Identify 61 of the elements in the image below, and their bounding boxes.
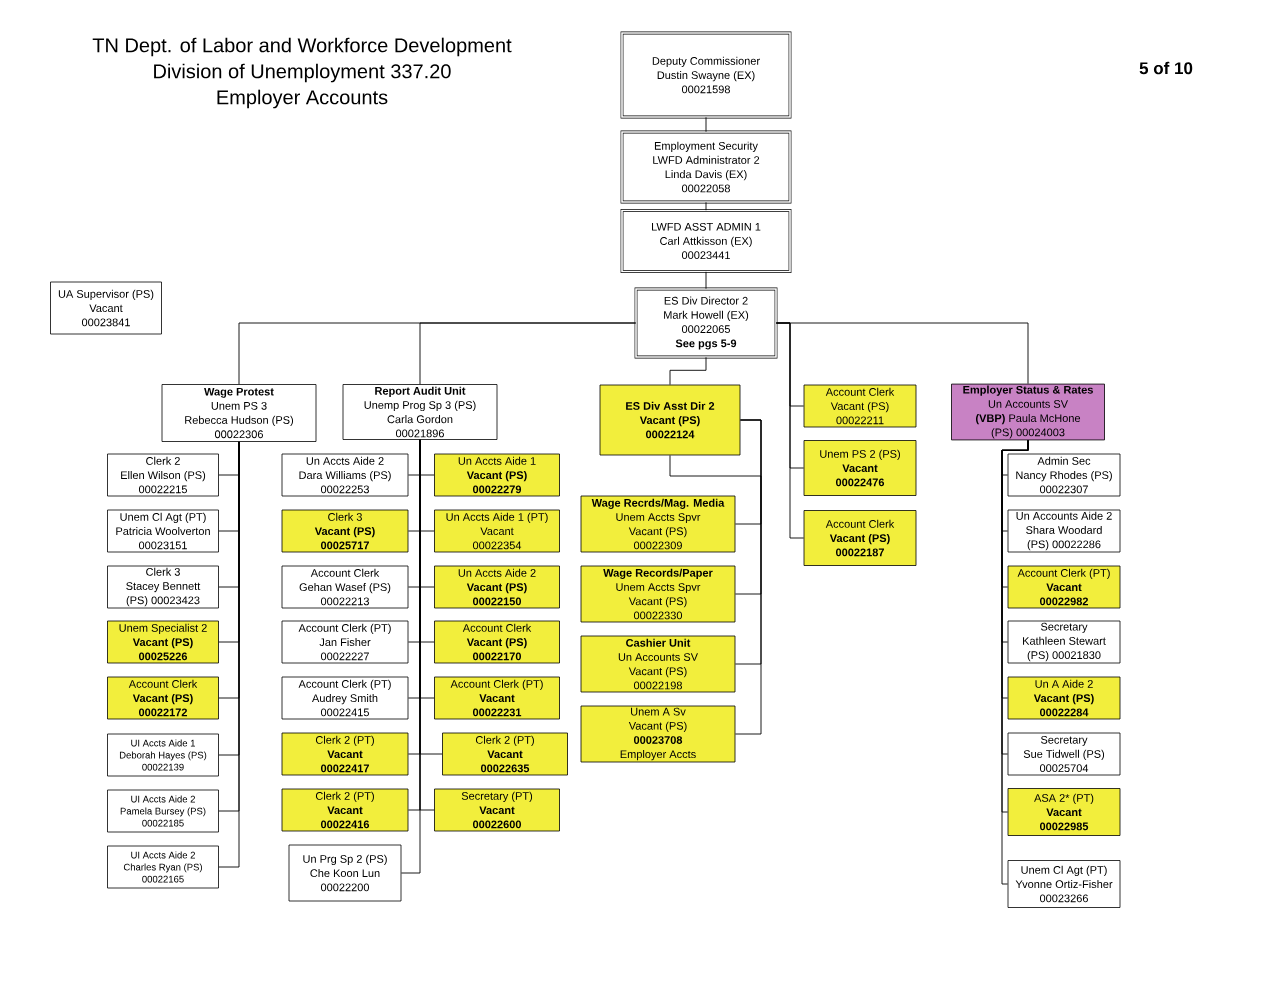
position-box: Unem Cl Agt (PT) Yvonne Ortiz-Fisher 00023266: [1007, 860, 1121, 908]
position-box: Account Clerk (PT) Jan Fisher 00022227: [281, 620, 409, 664]
position-box: Wage Records/Paper Unem Accts Spvr Vacant (PS) 00022330: [580, 565, 736, 623]
position-box: Unem A Sv Vacant (PS) 00023708 Employer Accts: [580, 705, 736, 763]
position-box: Un Accts Aide 1 (PT) Vacant 00022354: [434, 509, 560, 553]
position-box: Clerk 3 Stacey Bennett (PS) 00023423: [107, 565, 219, 609]
position-box: Account Clerk (PT) Vacant 00022982: [1007, 565, 1121, 609]
subtitle: Employer Accounts: [217, 89, 388, 109]
connector-line: [419, 322, 637, 385]
position-box: Wage Recrds/Mag. Media Unem Accts Spvr Vacant (PS) 00022309: [580, 495, 736, 553]
position-box: Account Clerk Gehan Wasef (PS) 00022213: [281, 565, 409, 609]
position-box: Clerk 2 (PT) Vacant 00022416: [281, 788, 409, 832]
position-box: Un A Aide 2 Vacant (PS) 00022284: [1007, 676, 1121, 720]
position-box: Account Clerk Vacant (PS) 00022211: [803, 384, 917, 428]
position-box: Account Clerk Vacant (PS) 00022187: [803, 510, 917, 566]
connector-line: [669, 356, 707, 386]
connector-line: [400, 439, 421, 874]
position-box: Account Clerk (PT) Audrey Smith 00022415: [281, 676, 409, 720]
position-box: Cashier Unit Un Accounts SV Vacant (PS) 00022198: [580, 635, 736, 693]
position-box: Report Audit Unit Unemp Prog Sp 3 (PS) Carla Gordon 00021896: [342, 384, 498, 440]
position-box: ASA 2* (PT) Vacant 00022985: [1007, 788, 1121, 836]
position-box: Unem PS 2 (PS) Vacant 00022476: [803, 440, 917, 496]
position-box: Un Accts Aide 1 Vacant (PS) 00022279: [434, 453, 560, 497]
position-box: ES Div Asst Dir 2 Vacant (PS) 00022124: [599, 384, 741, 456]
position-box: Secretary Sue Tidwell (PS) 00025704: [1007, 732, 1121, 776]
position-box: Admin Sec Nancy Rhodes (PS) 00022307: [1007, 453, 1121, 497]
position-box: Account Clerk (PT) Vacant 00022231: [434, 676, 560, 720]
connector-line: [705, 116, 707, 133]
position-box: UA Supervisor (PS) Vacant 00023841: [50, 281, 162, 335]
position-box: Secretary Kathleen Stewart (PS) 00021830: [1007, 620, 1121, 664]
connector-line: [1001, 439, 1029, 885]
position-box: Account Clerk Vacant (PS) 00022172: [107, 676, 219, 720]
connector-line: [669, 454, 762, 525]
position-box: LWFD ASST ADMIN 1 Carl Attkisson (EX) 00023441: [620, 209, 792, 273]
position-box: Clerk 2 (PT) Vacant 00022417: [281, 732, 409, 776]
connector-line: [705, 201, 707, 211]
position-box: UI Accts Aide 2 Pamela Bursey (PS) 00022185: [107, 789, 219, 833]
connector-line: [734, 419, 762, 735]
position-box: Unem Specialist 2 Vacant (PS) 00025226: [107, 620, 219, 664]
position-box: Deputy Commissioner Dustin Swayne (EX) 00021598: [620, 31, 792, 119]
position-box: Wage Protest Unem PS 3 Rebecca Hudson (PS) 00022306: [161, 384, 317, 442]
connector-line: [775, 322, 1029, 385]
position-box: UI Accts Aide 2 Charles Ryan (PS) 00022165: [107, 845, 219, 889]
position-box: Un Accts Aide 2 Vacant (PS) 00022150: [434, 565, 560, 609]
position-box: Clerk 2 Ellen Wilson (PS) 00022215: [107, 453, 219, 497]
title: TN Dept. of Labor and Workforce Development: [92, 37, 512, 57]
position-box: Unem Cl Agt (PT) Patricia Woolverton 00023151: [107, 509, 219, 553]
subtitle: Division of Unemployment 337.20: [154, 63, 451, 83]
position-box: UI Accts Aide 1 Deborah Hayes (PS) 00022139: [107, 733, 219, 777]
connector-line: [705, 271, 707, 290]
page-number: 5 of 10: [1139, 61, 1193, 75]
position-box: Clerk 2 (PT) Vacant 00022635: [442, 732, 568, 776]
position-box: Clerk 3 Vacant (PS) 00025717: [281, 509, 409, 553]
position-box: Un Prg Sp 2 (PS) Che Koon Lun 00022200: [288, 844, 402, 902]
position-box: Account Clerk Vacant (PS) 00022170: [434, 620, 560, 664]
position-box: Employment Security LWFD Administrator 2 Linda Davis (EX) 00022058: [620, 130, 792, 204]
position-box: Employer Status & Rates Un Accounts SV (VBP) Paula McHone (PS) 00024003: [951, 383, 1105, 441]
position-box: Secretary (PT) Vacant 00022600: [434, 788, 560, 832]
position-box: ES Div Director 2 Mark Howell (EX) 00022065 See pgs 5-9: [634, 287, 778, 359]
position-box: Un Accts Aide 2 Dara Williams (PS) 00022253: [281, 453, 409, 497]
position-box: Un Accounts Aide 2 Shara Woodard (PS) 00022286: [1007, 509, 1121, 553]
